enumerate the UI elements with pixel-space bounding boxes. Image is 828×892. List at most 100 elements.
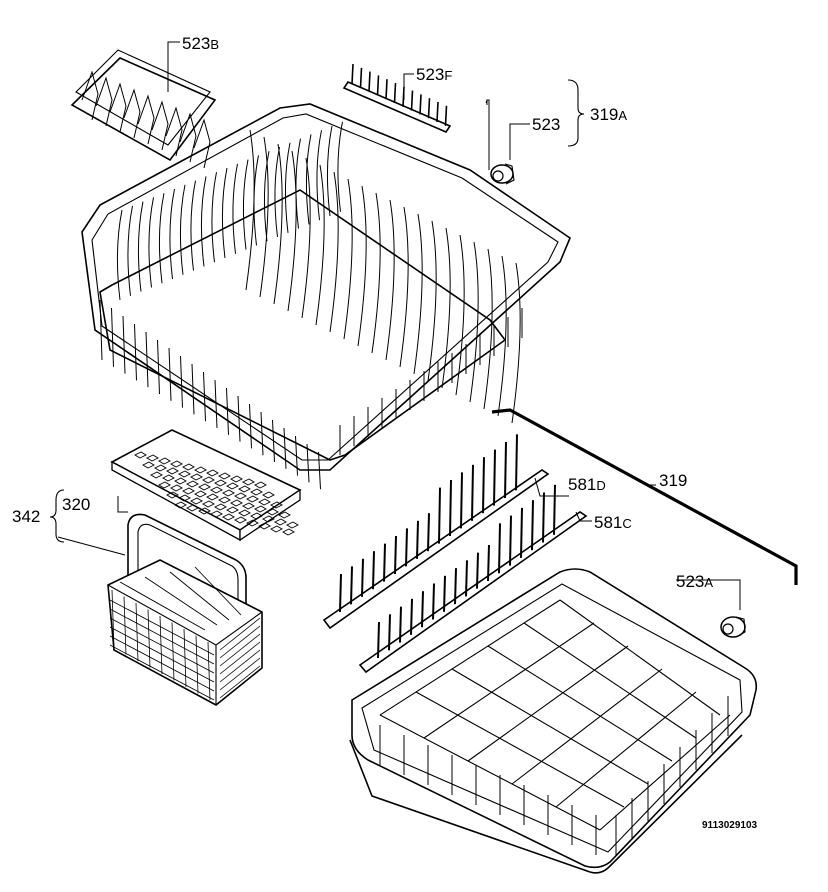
basket-divider <box>144 576 218 626</box>
strip-tine <box>427 98 431 119</box>
tine-581d <box>438 487 441 544</box>
cover-vent <box>158 481 171 489</box>
upper-basket-post <box>283 427 287 469</box>
cover-vent <box>206 469 219 477</box>
label-319a: 319A <box>590 105 627 124</box>
strip-tine <box>376 75 380 96</box>
cover-vent <box>154 464 167 472</box>
rack-finger <box>179 112 197 163</box>
rack-finger <box>193 118 211 169</box>
cover-vent <box>218 472 231 480</box>
cover-vent <box>190 473 203 481</box>
strip-tine <box>436 101 439 123</box>
tine-581d <box>427 513 430 552</box>
cover-vent <box>226 482 239 490</box>
upper-basket-tine <box>253 155 259 246</box>
lower-basket-rail <box>523 622 697 739</box>
cover-vent <box>202 476 215 484</box>
upper-basket-tine <box>371 192 381 354</box>
upper-basket-tine <box>200 176 207 267</box>
tine-581d <box>405 528 408 567</box>
cover-vent <box>134 451 147 459</box>
basket-divider <box>194 566 242 616</box>
tine-581d <box>394 535 397 575</box>
basket-slat <box>109 635 215 692</box>
cover-vent <box>246 519 259 527</box>
upper-basket <box>81 103 571 490</box>
cover-vent <box>234 492 247 500</box>
cover-vent <box>222 489 235 497</box>
tine-581c <box>498 523 501 574</box>
upper-basket-tine <box>137 201 144 292</box>
label-342: 342 <box>12 507 40 526</box>
upper-basket-tine <box>337 121 343 212</box>
cover-vent <box>218 496 231 504</box>
upper-basket-tine <box>148 197 154 288</box>
cover-vent <box>210 510 223 518</box>
strip-tine <box>444 105 448 126</box>
upper-basket-tine <box>427 220 437 382</box>
cover-vent <box>278 511 291 519</box>
basket-slat <box>219 617 261 651</box>
cover-vent <box>222 513 235 521</box>
upper-basket-tine <box>273 143 283 305</box>
upper-basket-tine <box>497 255 507 417</box>
cover-vent <box>270 501 283 509</box>
cover-vent <box>282 528 295 536</box>
label-581d: 581D <box>568 475 606 494</box>
label-581c: 581C <box>594 513 632 532</box>
upper-basket-tine <box>190 180 196 271</box>
upper-basket-post <box>318 451 321 490</box>
cover-vent <box>150 471 163 479</box>
cutlery-basket-cover <box>110 429 302 542</box>
rack-finger <box>109 82 127 133</box>
strip-tine <box>359 67 363 88</box>
basket-slat <box>109 608 215 665</box>
cover-vent <box>206 493 219 501</box>
lower-basket-rail <box>379 714 601 831</box>
upper-basket-post <box>122 315 126 374</box>
tine-581c <box>476 552 479 589</box>
tine-581d <box>372 551 375 590</box>
label-523b: 523B <box>182 34 219 53</box>
basket-divider <box>119 581 206 631</box>
cover-vent <box>230 499 243 507</box>
upper-basket-tine <box>179 184 186 275</box>
cover-vent <box>182 463 195 471</box>
upper-basket-tine <box>413 213 423 375</box>
lower-basket-rail <box>487 645 673 762</box>
lower-basket-rail <box>467 645 629 762</box>
cover-vent <box>174 477 187 485</box>
cover-vent <box>214 503 227 511</box>
upper-basket-post <box>168 347 172 401</box>
upper-basket-tine <box>245 129 255 291</box>
cover-vent <box>234 516 247 524</box>
label-319: 319 <box>659 471 687 490</box>
tine-581c <box>487 544 490 582</box>
cover-vent <box>190 497 203 505</box>
tine-581c <box>509 515 512 566</box>
basket-slat <box>109 617 215 674</box>
tine-581c <box>454 568 457 605</box>
label-523: 523 <box>532 115 560 134</box>
cover-vent <box>274 518 287 526</box>
tine-581d <box>515 434 518 491</box>
basket-divider <box>169 571 230 621</box>
basket-slat <box>219 649 261 683</box>
label-523a: 523A <box>676 572 713 591</box>
upper-basket-post <box>99 299 103 361</box>
upper-basket-tine <box>274 146 280 238</box>
upper-basket-tine <box>483 248 493 410</box>
cover-vent <box>166 467 179 475</box>
strip-tine <box>385 79 388 100</box>
basket-slat <box>109 626 215 683</box>
tine-581c <box>531 500 534 551</box>
upper-basket-post <box>157 339 160 395</box>
upper-basket-post <box>226 387 229 435</box>
basket-slat <box>109 599 215 656</box>
cover-vent <box>254 481 267 489</box>
basket-slat <box>109 644 215 701</box>
upper-basket-tine <box>326 125 333 217</box>
tine-581d <box>383 543 386 582</box>
